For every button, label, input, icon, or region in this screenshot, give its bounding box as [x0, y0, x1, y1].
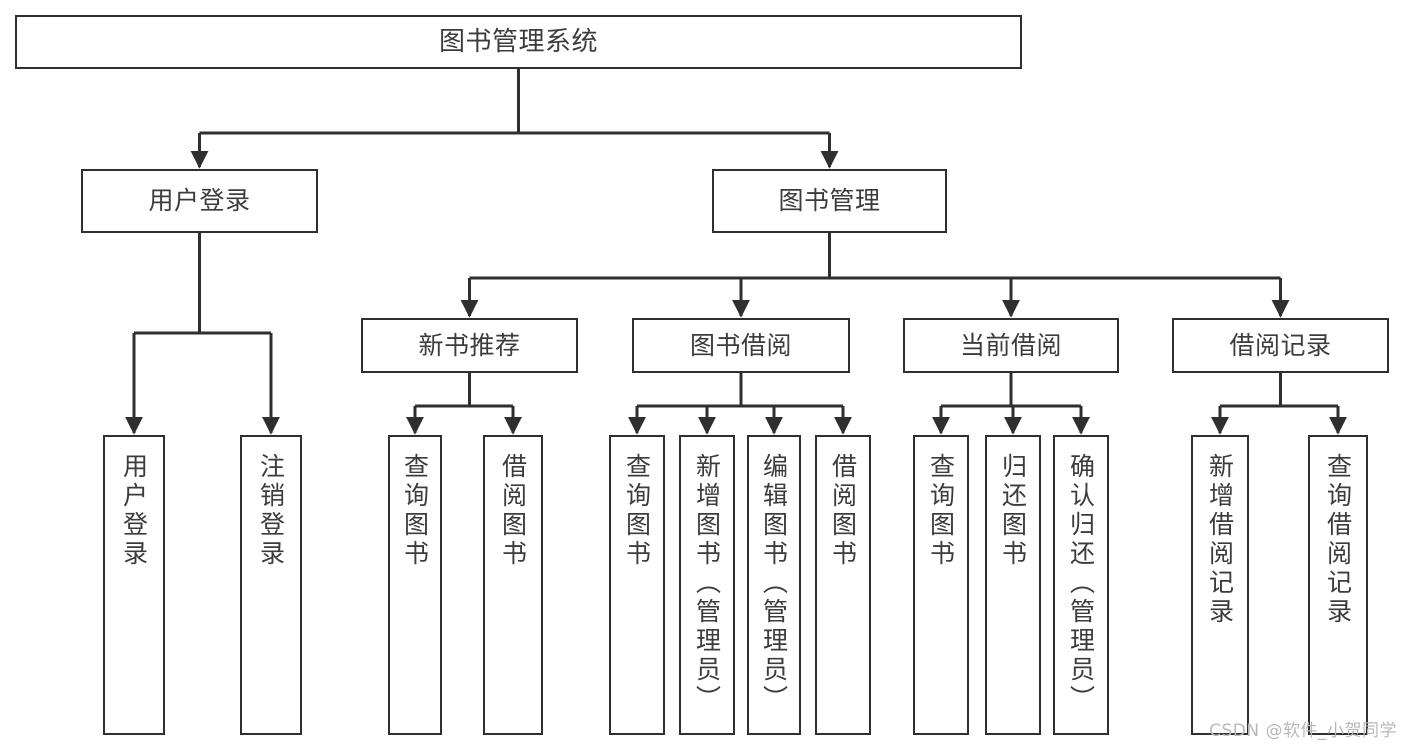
node-label-leaf-query-book-rec: 查询图书 — [400, 453, 430, 569]
node-label-user-login: 用户登录 — [148, 186, 251, 216]
node-label-leaf-add-book: 新增图书（管理员） — [692, 453, 722, 714]
node-label-book-borrow: 图书借阅 — [689, 330, 792, 360]
node-book-borrow[interactable]: 图书借阅 — [632, 318, 850, 373]
node-leaf-query-book-borrow[interactable]: 查询图书 — [609, 435, 665, 735]
node-leaf-borrow-book[interactable]: 借阅图书 — [815, 435, 871, 735]
node-root[interactable]: 图书管理系统 — [15, 15, 1022, 69]
node-leaf-confirm-return[interactable]: 确认归还（管理员） — [1053, 435, 1109, 735]
node-label-book-manage: 图书管理 — [778, 186, 881, 216]
node-label-leaf-borrow-book: 借阅图书 — [828, 453, 858, 569]
node-leaf-add-record[interactable]: 新增借阅记录 — [1191, 435, 1249, 735]
node-label-new-book-rec: 新书推荐 — [418, 330, 521, 360]
node-label-current-borrow: 当前借阅 — [959, 330, 1062, 360]
csdn-watermark: CSDN @软件_小贺同学 — [1209, 721, 1397, 741]
node-label-leaf-add-record: 新增借阅记录 — [1205, 453, 1235, 627]
node-leaf-edit-book[interactable]: 编辑图书（管理员） — [747, 435, 801, 735]
node-label-leaf-query-book-borrow: 查询图书 — [622, 453, 652, 569]
node-current-borrow[interactable]: 当前借阅 — [903, 318, 1119, 373]
node-label-borrow-record: 借阅记录 — [1229, 330, 1332, 360]
node-label-leaf-query-record: 查询借阅记录 — [1323, 453, 1353, 627]
node-leaf-return-book[interactable]: 归还图书 — [985, 435, 1041, 735]
node-label-leaf-borrow-book-rec: 借阅图书 — [498, 453, 528, 569]
node-leaf-query-record[interactable]: 查询借阅记录 — [1308, 435, 1368, 735]
node-new-book-rec[interactable]: 新书推荐 — [361, 318, 578, 373]
node-leaf-query-book-current[interactable]: 查询图书 — [913, 435, 969, 735]
node-leaf-query-book-rec[interactable]: 查询图书 — [388, 435, 442, 735]
node-label-leaf-confirm-return: 确认归还（管理员） — [1066, 453, 1096, 714]
node-leaf-user-logout[interactable]: 注销登录 — [240, 435, 302, 735]
node-borrow-record[interactable]: 借阅记录 — [1172, 318, 1389, 373]
node-leaf-user-login[interactable]: 用户登录 — [103, 435, 165, 735]
node-leaf-borrow-book-rec[interactable]: 借阅图书 — [483, 435, 543, 735]
node-label-root: 图书管理系统 — [438, 26, 598, 57]
node-label-leaf-user-login: 用户登录 — [119, 453, 149, 569]
node-label-leaf-user-logout: 注销登录 — [256, 453, 286, 569]
node-label-leaf-edit-book: 编辑图书（管理员） — [759, 453, 789, 714]
node-user-login[interactable]: 用户登录 — [81, 169, 318, 233]
node-book-manage[interactable]: 图书管理 — [712, 169, 947, 233]
node-leaf-add-book[interactable]: 新增图书（管理员） — [679, 435, 735, 735]
node-label-leaf-query-book-current: 查询图书 — [926, 453, 956, 569]
node-label-leaf-return-book: 归还图书 — [998, 453, 1028, 569]
